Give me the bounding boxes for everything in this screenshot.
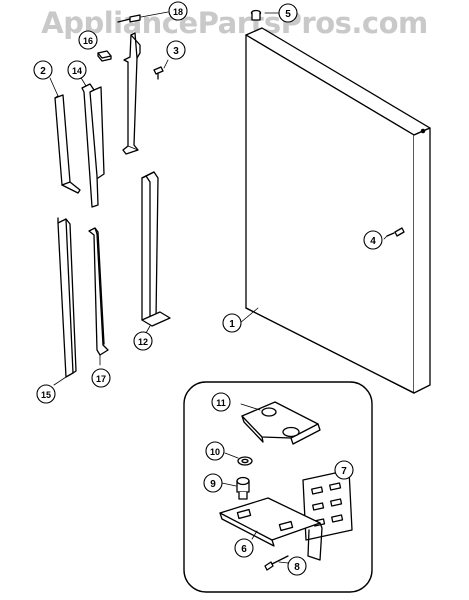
hinge-bracket-part — [79, 75, 105, 208]
svg-text:4: 4 — [370, 236, 376, 247]
callout-3: 3 — [166, 40, 186, 60]
door-panel-part — [245, 27, 431, 394]
callout-17: 17 — [91, 368, 111, 388]
callout-14: 14 — [67, 60, 87, 80]
callout-10: 10 — [205, 441, 225, 461]
lower-bracket-part — [88, 227, 109, 366]
svg-text:2: 2 — [40, 66, 46, 77]
small-clip-part — [97, 50, 112, 62]
washer-part — [224, 452, 253, 466]
long-bracket-part — [122, 32, 141, 155]
door-screw-part — [383, 227, 405, 240]
callout-1: 1 — [222, 313, 242, 333]
callout-6: 6 — [234, 538, 254, 558]
upper-trim-strip-part — [49, 77, 81, 194]
callout-9: 9 — [203, 473, 223, 493]
u-channel-part — [141, 171, 171, 334]
long-screw-part — [117, 11, 169, 23]
small-screw-part — [153, 59, 169, 80]
lower-trim-strip-part — [53, 217, 77, 386]
svg-text:18: 18 — [173, 7, 183, 17]
callout-11: 11 — [211, 392, 231, 412]
svg-text:17: 17 — [96, 374, 106, 384]
callout-7: 7 — [334, 460, 354, 480]
svg-text:5: 5 — [285, 9, 291, 20]
hinge-pin-part — [221, 476, 250, 500]
callout-15: 15 — [36, 384, 56, 404]
svg-text:11: 11 — [216, 398, 226, 408]
callout-18: 18 — [168, 1, 188, 21]
callout-4: 4 — [363, 230, 383, 250]
svg-text:10: 10 — [210, 447, 220, 457]
svg-text:14: 14 — [72, 66, 82, 76]
callout-16: 16 — [78, 30, 98, 50]
svg-text:16: 16 — [83, 36, 93, 46]
callout-5: 5 — [278, 3, 298, 23]
svg-text:8: 8 — [294, 562, 300, 573]
watermark: AppliancePartsPros.com — [41, 6, 428, 40]
svg-text:1: 1 — [229, 319, 235, 330]
hinge-detail-inset — [183, 381, 373, 593]
svg-text:6: 6 — [241, 544, 247, 555]
svg-text:12: 12 — [138, 337, 148, 347]
svg-text:15: 15 — [41, 390, 51, 400]
shim-plate-part — [302, 469, 353, 541]
hinge-plate-part — [240, 401, 321, 445]
callout-12: 12 — [133, 331, 153, 351]
callout-8: 8 — [287, 556, 307, 576]
svg-text:9: 9 — [210, 479, 216, 490]
hinge-screw-part — [264, 555, 289, 571]
hinge-plug-part — [250, 9, 280, 21]
lower-hinge-part — [219, 497, 323, 561]
svg-text:7: 7 — [341, 466, 347, 477]
svg-text:3: 3 — [173, 46, 179, 57]
callout-2: 2 — [33, 60, 53, 80]
